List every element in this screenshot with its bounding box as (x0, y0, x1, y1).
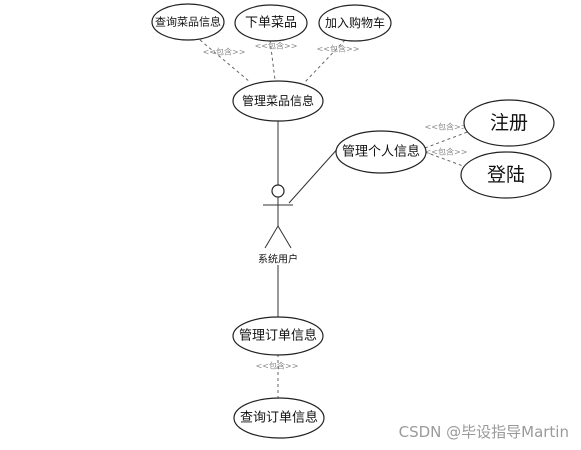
include-label-register: <<包含>> (425, 122, 468, 132)
include-label-add-cart: <<包含>> (317, 44, 360, 54)
use-case-query-order: 查询订单信息 (233, 397, 325, 439)
actor-label: 系统用户 (258, 253, 298, 266)
use-case-query-dish-label: 查询菜品信息 (155, 15, 221, 29)
include-line-query-dish (199, 39, 251, 83)
include-line-add-cart (304, 39, 346, 83)
actor-leg-left (264, 225, 279, 249)
actor-system-user: 系统用户 (258, 184, 298, 266)
use-case-manage-personal: 管理个人信息 (335, 130, 427, 174)
use-case-manage-dish: 管理菜品信息 (232, 80, 324, 122)
use-case-manage-personal-label: 管理个人信息 (342, 144, 420, 160)
include-label-query-dish: <<包含>> (203, 47, 246, 57)
use-case-query-order-label: 查询订单信息 (240, 410, 318, 426)
actor-head (271, 184, 285, 198)
use-case-query-dish: 查询菜品信息 (151, 3, 225, 41)
use-case-add-cart: 加入购物车 (318, 4, 392, 42)
use-case-add-cart-label: 加入购物车 (325, 15, 385, 30)
use-case-register-label: 注册 (490, 112, 528, 134)
include-label-order-dish: <<包含>> (255, 41, 298, 51)
use-case-manage-order: 管理订单信息 (232, 316, 324, 356)
use-case-manage-dish-label: 管理菜品信息 (242, 93, 314, 108)
watermark: CSDN @毕设指导Martin (399, 423, 569, 441)
use-case-login-label: 登陆 (487, 164, 525, 186)
association-personal-actor (288, 145, 341, 204)
use-case-order-dish: 下单菜品 (234, 4, 308, 42)
use-case-order-dish-label: 下单菜品 (245, 16, 297, 31)
actor-leg-right (277, 225, 292, 249)
use-case-login: 登陆 (460, 151, 552, 199)
include-label-query-order: <<包含>> (256, 361, 299, 371)
use-case-manage-order-label: 管理订单信息 (239, 328, 317, 344)
include-line-order-dish (269, 39, 276, 81)
include-label-login: <<包含>> (425, 147, 468, 157)
use-case-register: 注册 (463, 99, 555, 147)
